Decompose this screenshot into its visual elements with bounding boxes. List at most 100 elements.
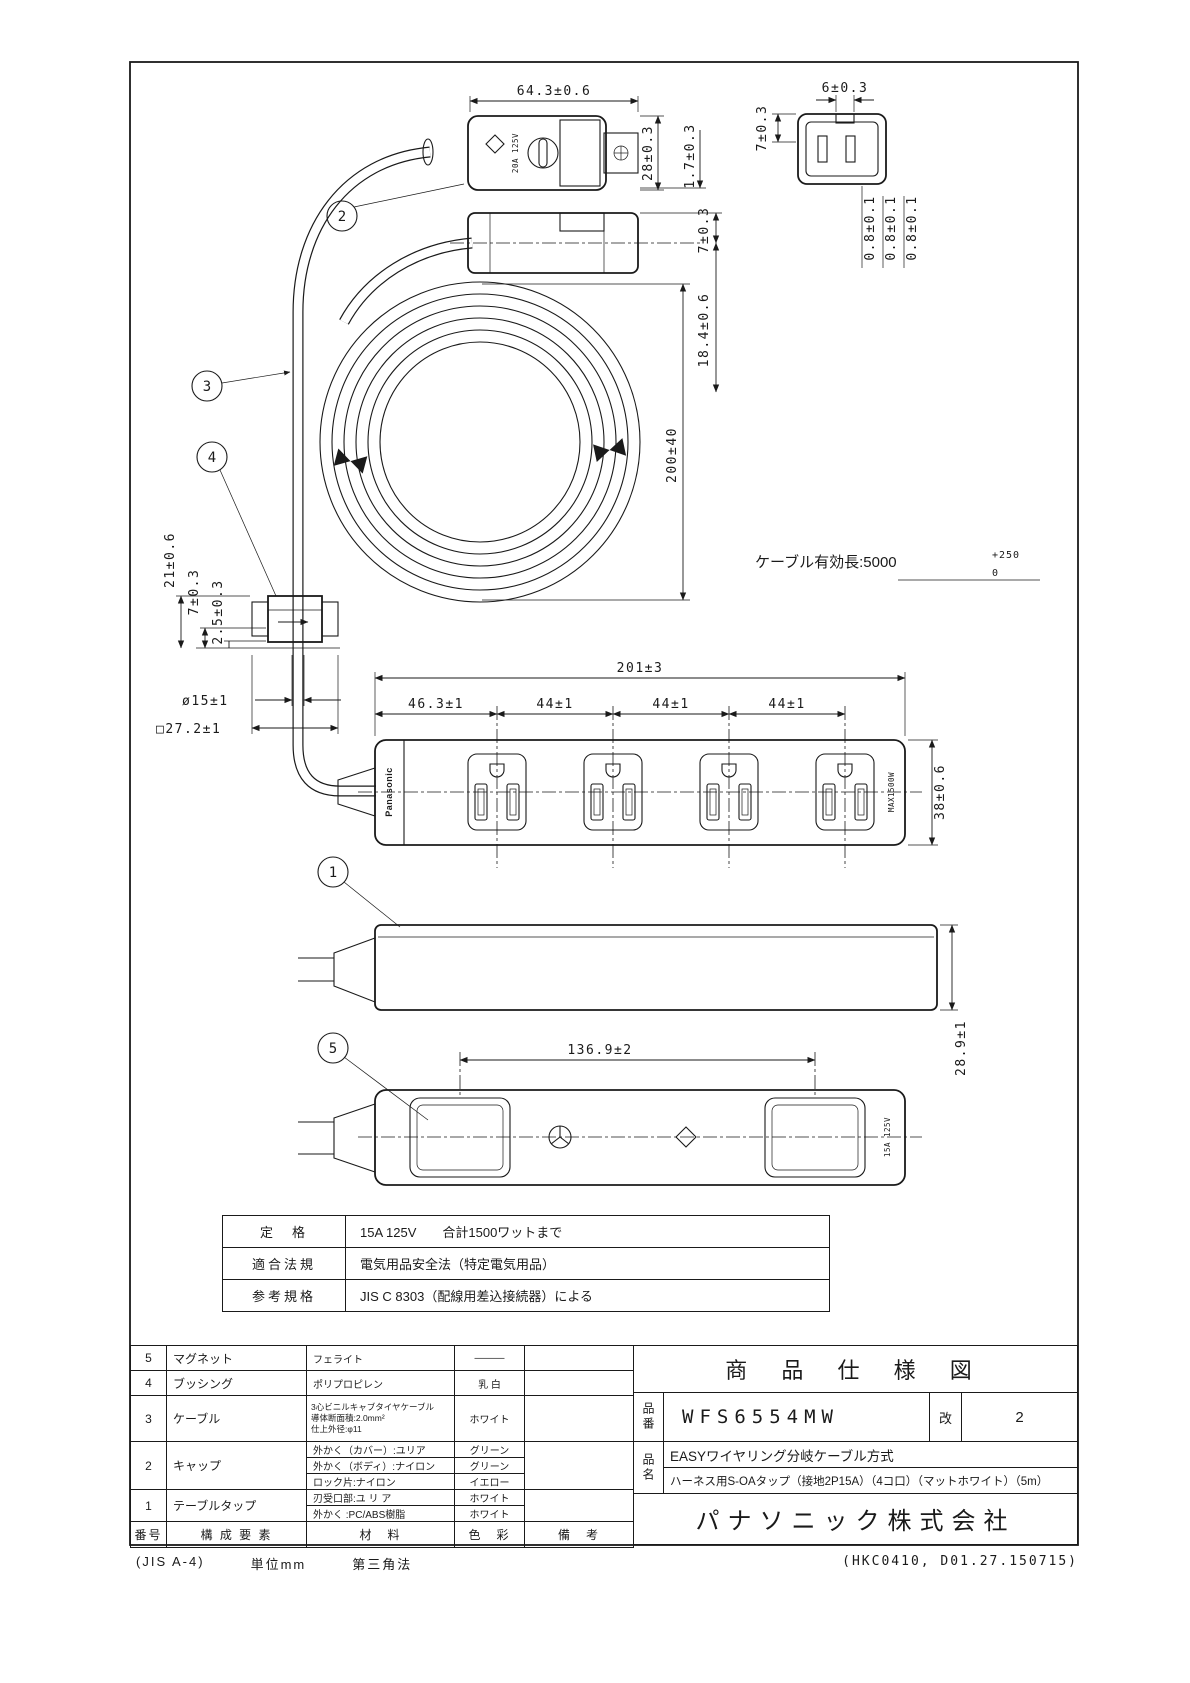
revision-label: 改 xyxy=(929,1393,962,1441)
dim-strip-width: 38±0.6 xyxy=(908,739,948,846)
svg-text:ø15±1: ø15±1 xyxy=(182,694,229,709)
cable-coil xyxy=(319,281,641,603)
callout-1: 1 xyxy=(317,856,401,928)
parts-row-1b: 外かく :PC/ABS樹脂 ホワイト xyxy=(131,1505,634,1522)
svg-text:18.4±0.6: 18.4±0.6 xyxy=(697,293,712,368)
part-material: ポリプロピレン xyxy=(306,1370,455,1396)
bushing-view xyxy=(196,595,340,649)
part-color: ホワイト xyxy=(454,1505,525,1522)
svg-text:4: 4 xyxy=(208,450,216,466)
spec-row-standard: 参考規格 JIS C 8303（配線用差込接続器）による xyxy=(222,1279,830,1312)
svg-text:21±0.6: 21±0.6 xyxy=(163,532,178,588)
dim-cap-top: 7±0.3 xyxy=(640,207,722,254)
spec-value: 15A 125V 合計1500ワットまで xyxy=(345,1215,830,1248)
part-name: ケーブル xyxy=(166,1395,307,1442)
parts-row-2: 2 キャップ 外かく（カバー）:ユリア グリーン xyxy=(130,1441,634,1490)
header-name: 構 成 要 素 xyxy=(166,1521,307,1548)
part-no: 4 xyxy=(130,1370,167,1396)
part-material: 外かく（カバー）:ユリア xyxy=(306,1441,455,1458)
svg-text:3: 3 xyxy=(203,379,211,395)
part-material: ロック片:ナイロン xyxy=(306,1473,455,1490)
svg-text:2.5±0.3: 2.5±0.3 xyxy=(211,579,226,644)
part-material: 外かく（ボディ）:ナイロン xyxy=(306,1457,455,1474)
part-material: 刃受口部:ユ リ ア xyxy=(306,1489,455,1506)
plug-cap-side-view xyxy=(450,212,700,274)
company-name: パナソニック株式会社 xyxy=(695,1508,1016,1535)
parts-row-1: 1 テーブルタップ 刃受口部:ユ リ ア ホワイト xyxy=(130,1489,634,1522)
svg-text:□27.2±1: □27.2±1 xyxy=(156,722,221,737)
part-color: 乳 白 xyxy=(454,1370,525,1396)
part-no: 1 xyxy=(130,1489,167,1522)
dim-cable-diameter: ø15±1 xyxy=(182,655,341,709)
part-name: キャップ xyxy=(166,1441,307,1490)
product-name-line1: EASYワイヤリング分岐ケーブル方式 xyxy=(670,1448,894,1464)
spec-row-law: 適合法規 電気用品安全法（特定電気用品） xyxy=(222,1247,830,1280)
strip-top-view: Panasonic MAX1500W xyxy=(337,706,922,868)
svg-text:0.8±0.1: 0.8±0.1 xyxy=(905,195,920,260)
parts-row-3: 3 ケーブル 3心ビニルキャブタイヤケーブル 導体断面積:2.0mm² 仕上外径… xyxy=(130,1395,634,1442)
cable-length-note: ケーブル有効長:5000 +250 0 xyxy=(755,550,1040,581)
spec-value: JIS C 8303（配線用差込接続器）による xyxy=(345,1279,830,1312)
part-number-label: 品番 xyxy=(634,1393,664,1441)
footer-left: (JIS A-4) 単位mm 第三角法 xyxy=(136,1554,412,1573)
part-note xyxy=(524,1395,634,1442)
part-note xyxy=(524,1441,634,1490)
svg-text:7±0.3: 7±0.3 xyxy=(697,207,712,254)
parts-row-4: 4 ブッシング ポリプロピレン 乳 白 xyxy=(130,1370,634,1396)
spec-label: 定 格 xyxy=(222,1215,346,1248)
svg-text:44±1: 44±1 xyxy=(652,697,689,712)
callout-2: 2 xyxy=(326,183,465,232)
svg-text:201±3: 201±3 xyxy=(617,661,664,676)
cable-run xyxy=(292,146,473,797)
svg-text:38±0.6: 38±0.6 xyxy=(933,764,948,820)
part-number-row: 品番 WFS6554MW 改 2 xyxy=(634,1393,1077,1442)
svg-text:28.9±1: 28.9±1 xyxy=(954,1020,969,1076)
dim-face-height: 7±0.3 xyxy=(755,105,796,151)
part-name: マグネット xyxy=(166,1345,307,1371)
svg-text:7±0.3: 7±0.3 xyxy=(187,569,202,616)
mount-pad-right xyxy=(764,1097,866,1178)
dim-strip-height: 28.9±1 xyxy=(940,924,969,1076)
strip-side-view xyxy=(298,924,938,1011)
callout-4: 4 xyxy=(196,441,277,597)
svg-text:1: 1 xyxy=(329,865,337,881)
plug-cap-top-view: 20A 125V xyxy=(422,115,639,191)
part-note xyxy=(524,1370,634,1396)
parts-row-5: 5 マグネット フェライト ——— xyxy=(130,1345,634,1371)
part-color: ——— xyxy=(454,1345,525,1371)
mount-pad-left xyxy=(409,1097,511,1178)
part-number-value: WFS6554MW xyxy=(682,1406,839,1428)
dim-pad-pitch: 136.9±2 xyxy=(459,1043,816,1064)
tri-screw-icon xyxy=(548,1125,572,1149)
dim-cap-depth: 18.4±0.6 xyxy=(697,242,720,393)
callout-5: 5 xyxy=(317,1032,429,1121)
dim-coil-label: 200±40 xyxy=(665,427,680,483)
svg-text:46.3±1: 46.3±1 xyxy=(408,697,464,712)
ps-mark-icon-bottom xyxy=(675,1126,697,1148)
part-material: 外かく :PC/ABS樹脂 xyxy=(306,1505,455,1522)
cable-length-sub: 0 xyxy=(992,568,999,579)
title-block: 商 品 仕 様 図 品番 WFS6554MW 改 2 品名 EASYワイヤリング… xyxy=(633,1345,1078,1545)
part-name: テーブルタップ xyxy=(166,1489,307,1522)
dim-plug-height: 28±0.3 xyxy=(640,115,664,191)
cable-boot-side xyxy=(333,937,376,1003)
part-no: 3 xyxy=(130,1395,167,1442)
dim-blade-thickness: 0.8±0.1 0.8±0.1 0.8±0.1 xyxy=(861,186,920,268)
cable-length-sup: +250 xyxy=(992,550,1020,561)
rating-label: 15A 125V xyxy=(883,1117,892,1157)
dim-face-width: 6±0.3 xyxy=(816,81,874,112)
svg-text:5: 5 xyxy=(329,1041,337,1057)
footer-method: 第三角法 xyxy=(352,1557,413,1572)
cable-tie-left xyxy=(333,448,368,474)
svg-text:0.8±0.1: 0.8±0.1 xyxy=(863,195,878,260)
product-name-row: 品名 EASYワイヤリング分岐ケーブル方式 ハーネス用S-OAタップ（接地2P1… xyxy=(634,1442,1077,1494)
parts-table: 5 マグネット フェライト ——— 4 ブッシング ポリプロピレン 乳 白 3 … xyxy=(130,1345,634,1548)
svg-text:2: 2 xyxy=(338,209,346,225)
revision-value: 2 xyxy=(1015,1408,1024,1426)
parts-header-row: 番号 構 成 要 素 材 料 色 彩 備 考 xyxy=(130,1521,634,1548)
spec-label: 参考規格 xyxy=(222,1279,346,1312)
max-watt-label: MAX1500W xyxy=(887,772,896,812)
part-color: イエロー xyxy=(454,1473,525,1490)
svg-text:136.9±2: 136.9±2 xyxy=(567,1043,632,1058)
